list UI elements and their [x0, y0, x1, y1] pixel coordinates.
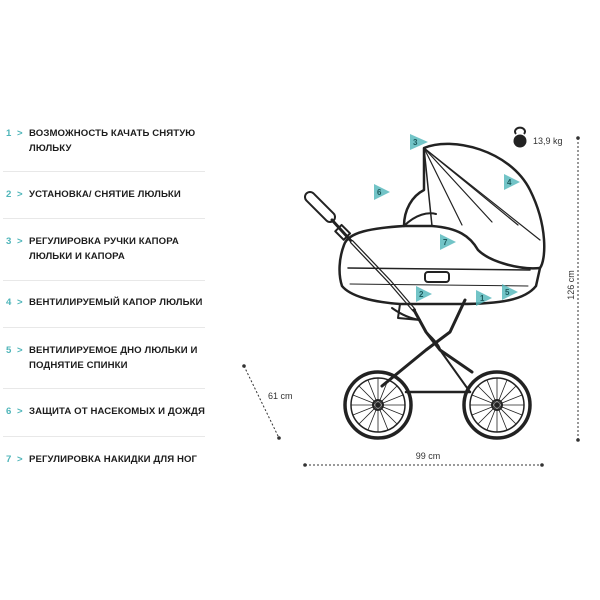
feature-text: ВОЗМОЖНОСТЬ КАЧАТЬ СНЯТУЮ ЛЮЛЬКУ — [29, 128, 196, 154]
divider — [3, 218, 205, 219]
svg-text:2: 2 — [419, 290, 424, 299]
feature-text: УСТАНОВКА/ СНЯТИЕ ЛЮЛЬКИ — [29, 189, 181, 200]
chevron-right-icon: > — [17, 345, 23, 356]
chevron-right-icon: > — [17, 236, 23, 247]
feature-item-5: 5 > ВЕНТИЛИРУЕМОЕ ДНО ЛЮЛЬКИ И ПОДНЯТИЕ … — [0, 343, 205, 373]
svg-text:3: 3 — [413, 138, 418, 147]
feature-item-6: 6 > ЗАЩИТА ОТ НАСЕКОМЫХ И ДОЖДЯ — [0, 404, 205, 419]
depth-dimension: 61 cm — [242, 364, 293, 440]
marker-5: 5 — [502, 284, 518, 300]
stroller-drawing — [304, 142, 546, 440]
marker-1: 1 — [476, 290, 492, 306]
feature-markers: 1 2 3 4 5 6 7 — [374, 134, 520, 306]
front-wheel — [462, 370, 532, 440]
height-label: 126 cm — [566, 270, 576, 300]
chevron-right-icon: > — [17, 297, 23, 308]
feature-item-1: 1 > ВОЗМОЖНОСТЬ КАЧАТЬ СНЯТУЮ ЛЮЛЬКУ — [0, 126, 205, 156]
marker-3: 3 — [410, 134, 428, 150]
rear-wheel — [343, 370, 413, 440]
chevron-right-icon: > — [17, 128, 23, 139]
chevron-right-icon: > — [17, 454, 23, 465]
svg-text:4: 4 — [507, 178, 512, 187]
feature-number: 6 — [6, 406, 12, 417]
divider — [3, 171, 205, 172]
kettlebell-icon — [513, 126, 527, 148]
height-dimension: 126 cm — [566, 136, 580, 442]
chevron-right-icon: > — [17, 406, 23, 417]
length-dimension: 99 cm — [303, 451, 544, 467]
marker-2: 2 — [416, 286, 432, 302]
push-handle — [304, 191, 416, 312]
marker-6: 6 — [374, 184, 390, 200]
feature-number: 1 — [6, 128, 12, 139]
chevron-right-icon: > — [17, 189, 23, 200]
divider — [3, 388, 205, 389]
chassis-frame — [380, 298, 474, 394]
bassinet — [338, 224, 542, 321]
length-label: 99 cm — [416, 451, 441, 461]
feature-item-4: 4 > ВЕНТИЛИРУЕМЫЙ КАПОР ЛЮЛЬКИ — [0, 295, 205, 310]
feature-text: РЕГУЛИРОВКА НАКИДКИ ДЛЯ НОГ — [29, 454, 198, 465]
feature-text: ВЕНТИЛИРУЕМОЕ ДНО ЛЮЛЬКИ И ПОДНЯТИЕ СПИН… — [29, 345, 198, 371]
feature-item-3: 3 > РЕГУЛИРОВКА РУЧКИ КАПОРА ЛЮЛЬКИ И КА… — [0, 234, 205, 264]
svg-text:7: 7 — [443, 238, 448, 247]
feature-item-2: 2 > УСТАНОВКА/ СНЯТИЕ ЛЮЛЬКИ — [0, 187, 205, 202]
divider — [3, 280, 205, 281]
feature-number: 2 — [6, 189, 12, 200]
feature-number: 3 — [6, 236, 12, 247]
divider — [3, 436, 205, 437]
feature-text: ВЕНТИЛИРУЕМЫЙ КАПОР ЛЮЛЬКИ — [29, 297, 203, 308]
marker-7: 7 — [440, 234, 456, 250]
svg-text:1: 1 — [480, 294, 485, 303]
feature-text: ЗАЩИТА ОТ НАСЕКОМЫХ И ДОЖДЯ — [29, 406, 205, 417]
bassinet-hood — [402, 142, 546, 270]
feature-item-7: 7 > РЕГУЛИРОВКА НАКИДКИ ДЛЯ НОГ — [0, 452, 205, 467]
feature-text: РЕГУЛИРОВКА РУЧКИ КАПОРА ЛЮЛЬКИ И КАПОРА — [29, 236, 179, 262]
feature-number: 5 — [6, 345, 12, 356]
depth-label: 61 cm — [268, 391, 293, 401]
svg-text:6: 6 — [377, 188, 382, 197]
weight-label: 13,9 kg — [533, 136, 563, 146]
svg-text:5: 5 — [505, 288, 510, 297]
marker-4: 4 — [504, 174, 520, 190]
feature-number: 4 — [6, 297, 12, 308]
feature-number: 7 — [6, 454, 12, 465]
divider — [3, 327, 205, 328]
